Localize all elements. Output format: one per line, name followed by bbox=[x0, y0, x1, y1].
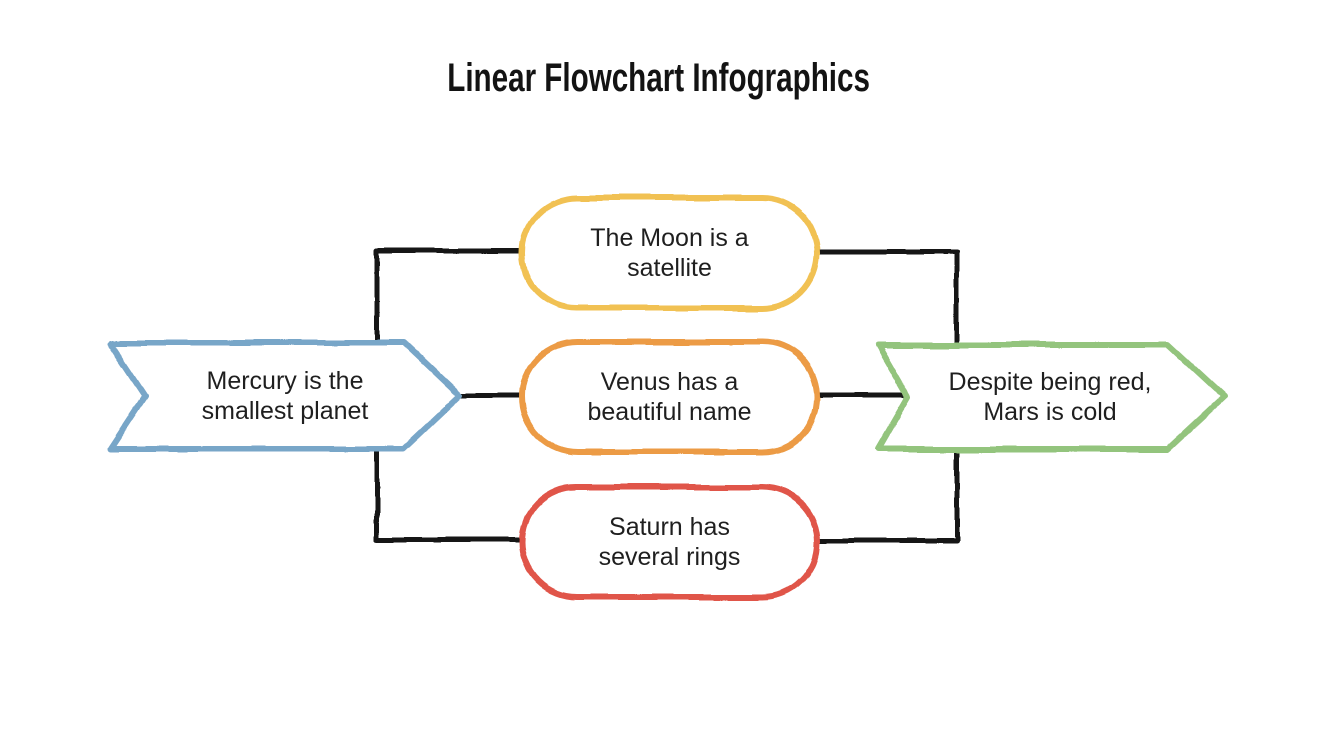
start-arrow-shape bbox=[107, 340, 462, 452]
step-3-pill-shape bbox=[519, 484, 820, 600]
step-2-pill-shape bbox=[519, 339, 820, 455]
step-1-pill-shape bbox=[519, 195, 820, 311]
end-arrow-shape bbox=[875, 342, 1227, 452]
